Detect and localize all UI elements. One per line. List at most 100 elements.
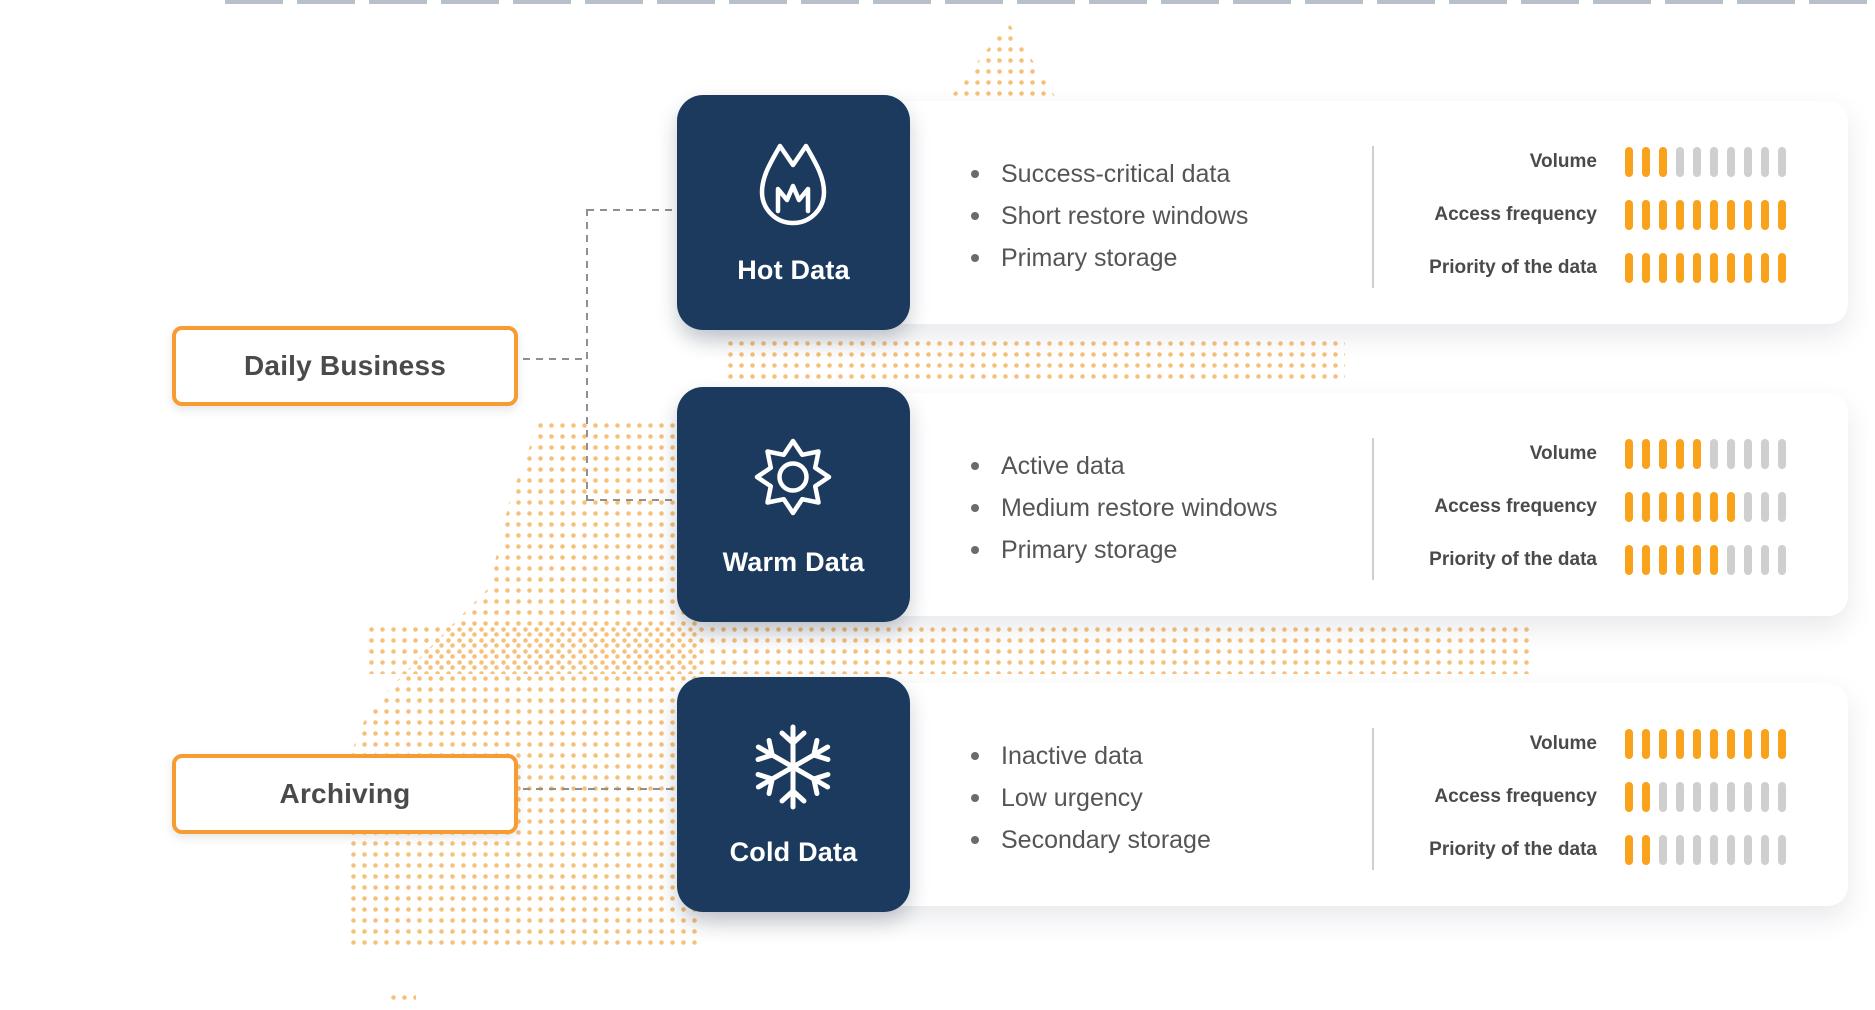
meter-bars <box>1625 253 1795 283</box>
meter-segment-off <box>1744 147 1752 177</box>
meter-segment-off <box>1744 439 1752 469</box>
meter-segment-on <box>1710 729 1718 759</box>
meter-segment-on <box>1642 147 1650 177</box>
meter-segment-on <box>1710 200 1718 230</box>
meter-segment-on <box>1778 729 1786 759</box>
meter-label: Volume <box>1529 733 1597 754</box>
meter-segment-off <box>1676 835 1684 865</box>
meter-row: Priority of the data <box>1357 253 1837 283</box>
meter-label: Volume <box>1529 151 1597 172</box>
meter-segment-off <box>1676 147 1684 177</box>
meter-label: Priority of the data <box>1429 549 1597 570</box>
meter-segment-off <box>1727 835 1735 865</box>
daily-business-label: Daily Business <box>172 326 518 406</box>
meter-segment-on <box>1659 545 1667 575</box>
meter-bars <box>1625 200 1795 230</box>
dot-pattern <box>388 992 416 1002</box>
meter-segment-on <box>1625 253 1633 283</box>
meter-segment-on <box>1676 545 1684 575</box>
meter-segment-off <box>1761 782 1769 812</box>
meter-segment-on <box>1625 147 1633 177</box>
warm-data-card: Active data Medium restore windows Prima… <box>677 387 1848 622</box>
meter-segment-off <box>1727 439 1735 469</box>
meter-segment-off <box>1710 782 1718 812</box>
meter-segment-off <box>1710 147 1718 177</box>
meter-segment-on <box>1642 545 1650 575</box>
meter-bars <box>1625 439 1795 469</box>
top-cropped-dash-row <box>225 0 1875 4</box>
cold-data-bullets: Inactive data Low urgency Secondary stor… <box>965 735 1211 861</box>
card-title: Hot Data <box>737 255 850 285</box>
meter-label: Volume <box>1529 443 1597 464</box>
connector-daily-business <box>510 358 587 360</box>
meter-bars <box>1625 782 1795 812</box>
hot-data-bullets: Success-critical data Short restore wind… <box>965 153 1248 279</box>
sun-icon <box>743 427 843 527</box>
meter-row: Volume <box>1357 147 1837 177</box>
meter-segment-on <box>1744 729 1752 759</box>
meter-segment-off <box>1710 439 1718 469</box>
meter-segment-on <box>1642 200 1650 230</box>
bullet-item: Secondary storage <box>965 819 1211 861</box>
divider-line <box>1372 728 1374 870</box>
meter-segment-off <box>1778 835 1786 865</box>
meter-segment-off <box>1727 147 1735 177</box>
meter-label: Access frequency <box>1434 786 1597 807</box>
meter-segment-off <box>1744 835 1752 865</box>
meter-segment-off <box>1727 545 1735 575</box>
meter-segment-on <box>1676 253 1684 283</box>
meter-segment-on <box>1727 200 1735 230</box>
meter-segment-on <box>1625 782 1633 812</box>
meter-segment-on <box>1625 835 1633 865</box>
meter-label: Access frequency <box>1434 496 1597 517</box>
meter-segment-on <box>1659 729 1667 759</box>
meter-bars <box>1625 147 1795 177</box>
bullet-item: Low urgency <box>965 777 1211 819</box>
meter-segment-on <box>1625 729 1633 759</box>
connector-vertical <box>586 209 588 501</box>
meter-bars <box>1625 729 1795 759</box>
meter-label: Priority of the data <box>1429 257 1597 278</box>
meter-row: Access frequency <box>1357 492 1837 522</box>
bullet-item: Primary storage <box>965 237 1248 279</box>
meter-segment-off <box>1744 492 1752 522</box>
meter-segment-on <box>1676 439 1684 469</box>
meter-segment-on <box>1693 200 1701 230</box>
meter-segment-on <box>1659 200 1667 230</box>
meter-segment-off <box>1778 545 1786 575</box>
meter-label: Priority of the data <box>1429 839 1597 860</box>
meter-segment-on <box>1659 492 1667 522</box>
meter-segment-on <box>1625 492 1633 522</box>
dot-pattern <box>725 338 1345 384</box>
warm-data-bullets: Active data Medium restore windows Prima… <box>965 445 1278 571</box>
meter-segment-off <box>1693 835 1701 865</box>
meter-segment-on <box>1693 492 1701 522</box>
meter-segment-on <box>1761 253 1769 283</box>
meter-segment-on <box>1676 200 1684 230</box>
hot-data-meters: Volume Access frequency Priority of the … <box>1357 147 1837 306</box>
meter-segment-on <box>1727 729 1735 759</box>
bullet-item: Active data <box>965 445 1278 487</box>
archiving-label: Archiving <box>172 754 518 834</box>
meter-segment-off <box>1693 147 1701 177</box>
divider-line <box>1372 146 1374 288</box>
dot-pattern <box>950 22 1056 98</box>
meter-segment-on <box>1625 439 1633 469</box>
flame-icon <box>743 135 843 235</box>
meter-segment-on <box>1693 439 1701 469</box>
meter-segment-on <box>1676 729 1684 759</box>
meter-segment-on <box>1625 200 1633 230</box>
meter-segment-on <box>1693 729 1701 759</box>
meter-segment-on <box>1642 729 1650 759</box>
bullet-item: Inactive data <box>965 735 1211 777</box>
meter-segment-on <box>1642 253 1650 283</box>
meter-segment-on <box>1710 545 1718 575</box>
meter-bars <box>1625 835 1795 865</box>
meter-row: Volume <box>1357 729 1837 759</box>
cold-data-meters: Volume Access frequency Priority of the … <box>1357 729 1837 888</box>
meter-row: Access frequency <box>1357 782 1837 812</box>
meter-segment-on <box>1727 492 1735 522</box>
meter-segment-on <box>1744 253 1752 283</box>
connector-to-hot-data <box>587 209 679 211</box>
